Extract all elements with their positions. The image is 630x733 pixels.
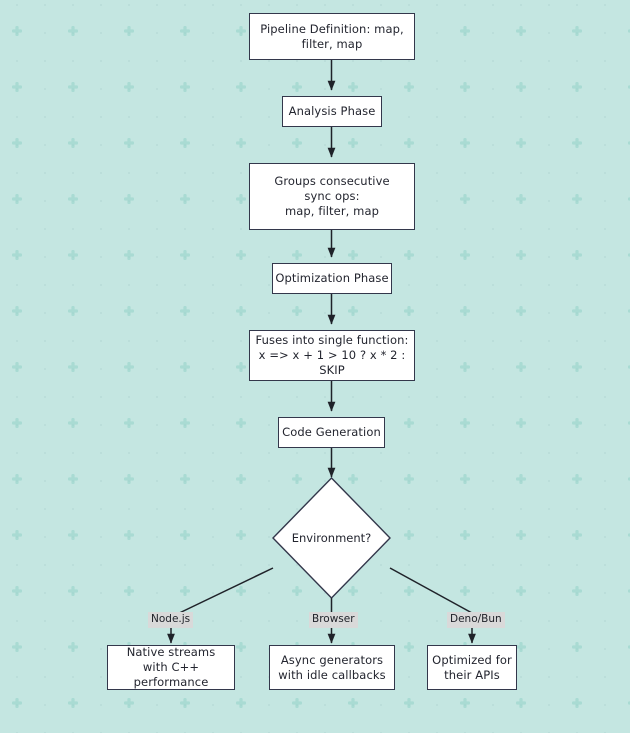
node-fuses-into-single-function[interactable]: Fuses into single function: x => x + 1 >… xyxy=(249,330,415,381)
edge-label-browser: Browser xyxy=(309,612,358,628)
node-pipeline-definition[interactable]: Pipeline Definition: map, filter, map xyxy=(249,13,415,60)
node-analysis-phase[interactable]: Analysis Phase xyxy=(282,96,382,127)
edge-decision-to-nodejs-diagonal xyxy=(170,567,274,618)
node-nodejs-output[interactable]: Native streams with C++ performance xyxy=(107,645,235,690)
node-browser-output[interactable]: Async generators with idle callbacks xyxy=(269,645,395,690)
node-denobun-output[interactable]: Optimized for their APIs xyxy=(427,645,517,690)
node-groups-consecutive-sync-ops[interactable]: Groups consecutive sync ops: map, filter… xyxy=(249,163,415,230)
edge-label-nodejs: Node.js xyxy=(148,612,194,628)
edge-decision-to-denobun-diagonal xyxy=(389,567,473,614)
edge-label-denobun: Deno/Bun xyxy=(447,612,505,628)
node-code-generation[interactable]: Code Generation xyxy=(278,417,385,448)
node-optimization-phase[interactable]: Optimization Phase xyxy=(272,263,392,294)
node-environment-decision-label[interactable]: Environment? xyxy=(291,531,372,545)
